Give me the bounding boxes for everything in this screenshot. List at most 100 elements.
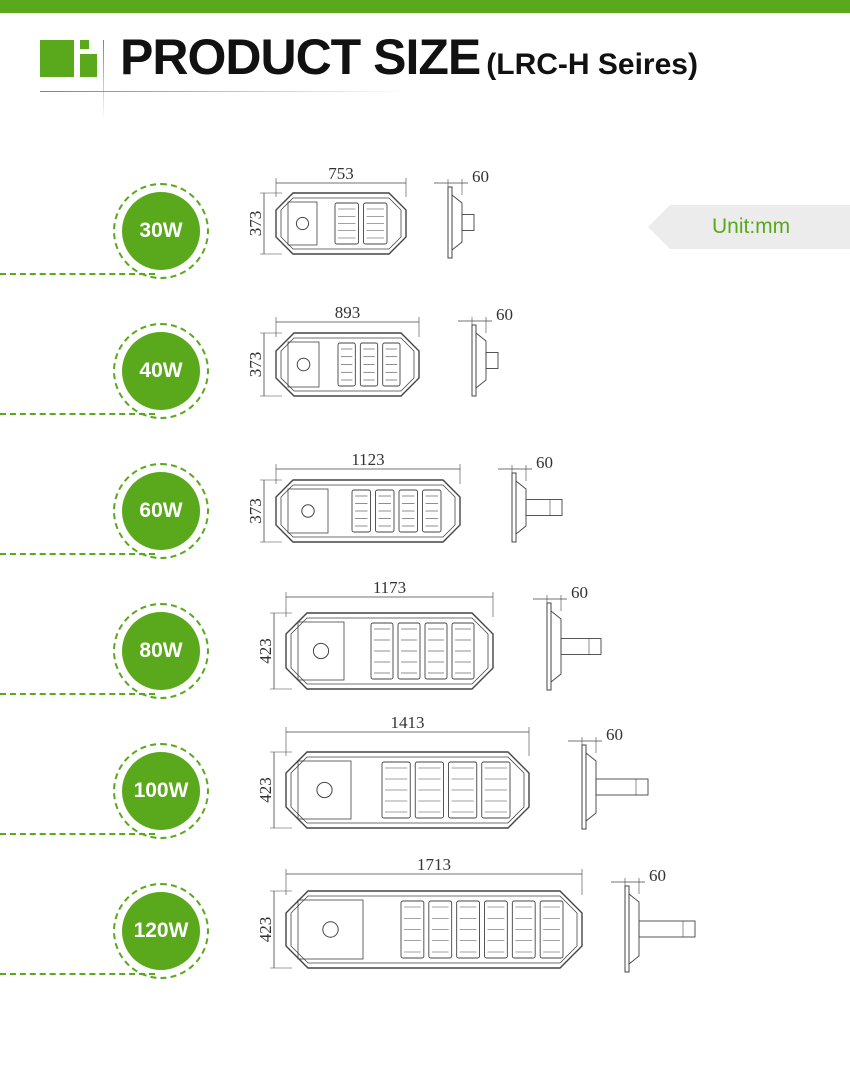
length-dimension-label: 1173	[373, 578, 406, 597]
side-view-profile	[550, 610, 562, 683]
unit-tag: Unit:mm	[648, 205, 850, 249]
side-view-body	[546, 602, 552, 691]
product-drawing: 1173 423 60	[256, 578, 602, 691]
lamp-housing-outline	[285, 751, 530, 829]
mount-bolt	[312, 642, 330, 660]
lamp-housing-outline	[285, 890, 583, 969]
row-divider	[0, 833, 155, 835]
length-dimension-label: 1713	[417, 855, 451, 874]
depth-dimension-label: 60	[606, 725, 623, 744]
mount-bolt	[322, 921, 339, 938]
led-module	[375, 489, 395, 533]
depth-dimension-label: 60	[536, 453, 553, 472]
led-module	[370, 622, 394, 680]
led-module	[398, 489, 418, 533]
header-underline	[40, 91, 410, 92]
led-module	[359, 342, 379, 387]
lamp-housing-outline	[275, 192, 407, 255]
depth-dimension-label: 60	[649, 866, 666, 885]
title-series: (LRC-H Seires)	[486, 48, 698, 81]
battery-block	[297, 621, 345, 681]
power-badge-ring	[113, 883, 209, 979]
power-badge: 30W	[122, 192, 200, 270]
depth-dimension-label: 60	[472, 167, 489, 186]
side-view-profile	[475, 332, 487, 389]
depth-dimension-label: 60	[496, 305, 513, 324]
side-view-body	[624, 885, 630, 973]
row-divider	[0, 553, 155, 555]
mount-bolt	[316, 781, 333, 799]
mount-bolt	[295, 216, 310, 231]
led-module	[400, 900, 425, 959]
width-dimension-label: 423	[256, 917, 275, 943]
side-view-body	[511, 472, 517, 543]
mount-bolt	[301, 504, 315, 518]
led-module	[484, 900, 508, 959]
power-badge: 40W	[122, 332, 200, 410]
led-module	[511, 900, 536, 959]
led-module	[539, 900, 564, 959]
side-view-profile	[451, 194, 463, 251]
led-module	[363, 202, 388, 245]
row-divider	[0, 413, 155, 415]
lamp-housing-inner	[280, 484, 456, 538]
power-badge-ring	[113, 743, 209, 839]
led-module	[414, 761, 444, 819]
led-module	[456, 900, 480, 959]
side-view-body	[447, 186, 453, 259]
battery-block	[287, 488, 329, 534]
side-view-bracket	[485, 352, 499, 369]
row-divider	[0, 973, 155, 975]
length-dimension-label: 1123	[351, 450, 384, 469]
side-view-bracket	[638, 920, 696, 938]
width-dimension-label: 423	[256, 777, 275, 803]
side-view-body	[471, 324, 477, 397]
led-module	[422, 489, 442, 533]
lamp-housing-outline	[275, 479, 461, 543]
lamp-housing-inner	[290, 617, 489, 685]
led-module	[451, 622, 475, 680]
power-badge-ring	[113, 323, 209, 419]
lamp-housing-outline	[285, 612, 494, 690]
width-dimension-label: 423	[256, 638, 275, 664]
brand-logo-icon	[40, 40, 97, 77]
product-drawing: 893 373 60	[246, 303, 513, 397]
title-main: PRODUCT SIZE	[120, 29, 481, 85]
battery-block	[297, 899, 364, 960]
led-module	[481, 761, 511, 819]
width-dimension-label: 373	[246, 498, 265, 524]
side-view-bracket	[461, 214, 475, 231]
side-view-body	[581, 744, 587, 830]
lamp-housing-inner	[290, 895, 578, 964]
lamp-housing-inner	[290, 756, 525, 824]
led-module	[428, 900, 453, 959]
product-drawing: 1123 373 60	[246, 450, 563, 543]
power-badge-ring	[113, 183, 209, 279]
power-badge: 100W	[122, 752, 200, 830]
led-module	[397, 622, 421, 680]
width-dimension-label: 373	[246, 352, 265, 378]
side-view-bracket	[595, 778, 649, 796]
header-divider	[103, 40, 104, 120]
power-badge-ring	[113, 463, 209, 559]
lamp-housing-inner	[280, 337, 415, 392]
led-module	[424, 622, 448, 680]
battery-block	[287, 201, 318, 246]
mount-bolt	[296, 357, 311, 372]
side-view-bracket	[525, 499, 563, 516]
battery-block	[287, 341, 320, 388]
side-view-bracket	[560, 638, 602, 655]
power-badge: 120W	[122, 892, 200, 970]
lamp-housing-outline	[275, 332, 420, 397]
product-drawing: 1713 423 60	[256, 855, 696, 973]
led-module	[351, 489, 371, 533]
width-dimension-label: 373	[246, 211, 265, 237]
unit-label: Unit:mm	[712, 215, 791, 238]
depth-dimension-label: 60	[571, 583, 588, 602]
side-view-profile	[628, 893, 640, 965]
length-dimension-label: 893	[335, 303, 361, 322]
power-badge-ring	[113, 603, 209, 699]
